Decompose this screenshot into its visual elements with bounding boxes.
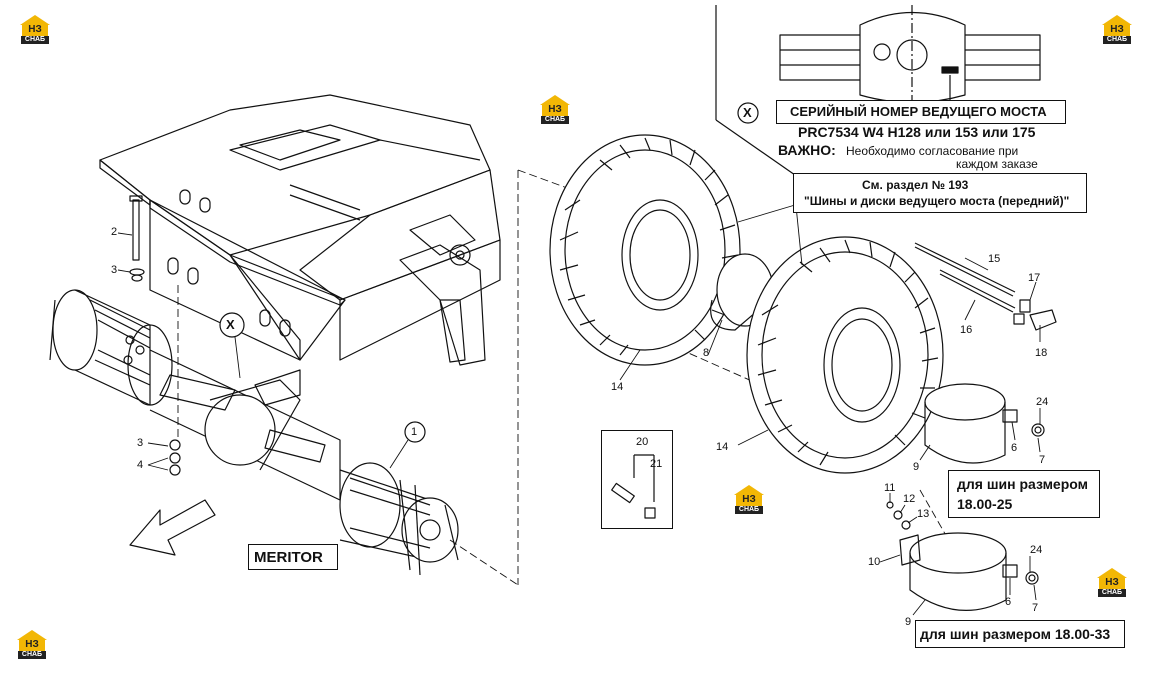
part-number: 15 <box>988 253 1001 265</box>
part-number: 10 <box>868 556 881 568</box>
part-number: 16 <box>960 324 973 336</box>
part-number: 18 <box>1035 347 1048 359</box>
tire-size-2: для шин размером 18.00-33 <box>920 626 1111 642</box>
part-number: 13 <box>917 508 930 520</box>
important-text-2: каждом заказе <box>956 157 1038 171</box>
serial-values: PRC7534 W4 H128 или 153 или 175 <box>798 124 1036 140</box>
part-number: 20 <box>636 436 649 448</box>
part-number: 3 <box>137 437 144 449</box>
section-reference-box: См. раздел № 193 "Шины и диски ведущего … <box>793 173 1087 213</box>
part-number: 24 <box>1036 396 1049 408</box>
part-number: 4 <box>137 459 144 471</box>
part-number: 21 <box>650 458 663 470</box>
chassis-frame <box>99 94 501 366</box>
serial-title: СЕРИЙНЫЙ НОМЕР ВЕДУЩЕГО МОСТА <box>790 104 1047 119</box>
part-number: 7 <box>1039 454 1046 466</box>
inset-box-20-21 <box>601 430 673 529</box>
part-number: 17 <box>1028 272 1041 284</box>
band-9-lower <box>886 501 1039 611</box>
x-marker-detail: X <box>743 105 752 120</box>
part-number: 3 <box>111 264 118 276</box>
part-number: 1 <box>411 426 418 438</box>
axle-top-view <box>715 5 1041 176</box>
part-number: 6 <box>1005 596 1012 608</box>
section-ref-line-2: "Шины и диски ведущего моста (передний)" <box>804 194 1070 208</box>
manufacturer-box: MERITOR <box>248 544 338 570</box>
tire-size-box-2: для шин размером 18.00-33 <box>915 620 1125 648</box>
part-number: 11 <box>884 482 896 494</box>
part-number: 12 <box>903 493 916 505</box>
serial-title-box <box>776 100 1066 124</box>
tire-size-1-line-2: 18.00-25 <box>957 496 1013 512</box>
part-number: 7 <box>1032 602 1039 614</box>
part-number: 24 <box>1030 544 1043 556</box>
part-number: 9 <box>905 616 912 628</box>
important-text-1: Необходимо согласование при <box>846 144 1019 158</box>
section-ref-line-1: См. раздел № 193 <box>862 178 969 192</box>
part-number: 6 <box>1011 442 1018 454</box>
direction-arrow <box>129 499 216 556</box>
tire-rear <box>746 236 944 474</box>
part-number: 8 <box>703 347 710 359</box>
important-label: ВАЖНО: <box>778 142 836 158</box>
parts-20-21 <box>611 454 656 519</box>
part-number: 14 <box>716 441 729 453</box>
serial-number-block: СЕРИЙНЫЙ НОМЕР ВЕДУЩЕГО МОСТА PRC7534 W4… <box>776 100 1066 170</box>
band-9-upper <box>924 383 1045 464</box>
axle-assembly <box>49 289 459 576</box>
tire-front <box>549 134 741 366</box>
manufacturer-label: MERITOR <box>254 549 323 566</box>
bolt-assembly-top <box>129 195 145 282</box>
part-number: 14 <box>611 381 624 393</box>
part-number: 9 <box>913 461 920 473</box>
rods-15-16 <box>914 242 1057 331</box>
x-marker-axle: X <box>226 317 235 332</box>
part-number: 2 <box>111 226 118 238</box>
tire-size-box-1: для шин размером 18.00-25 <box>948 470 1100 518</box>
tire-size-1-line-1: для шин размером <box>957 476 1088 492</box>
